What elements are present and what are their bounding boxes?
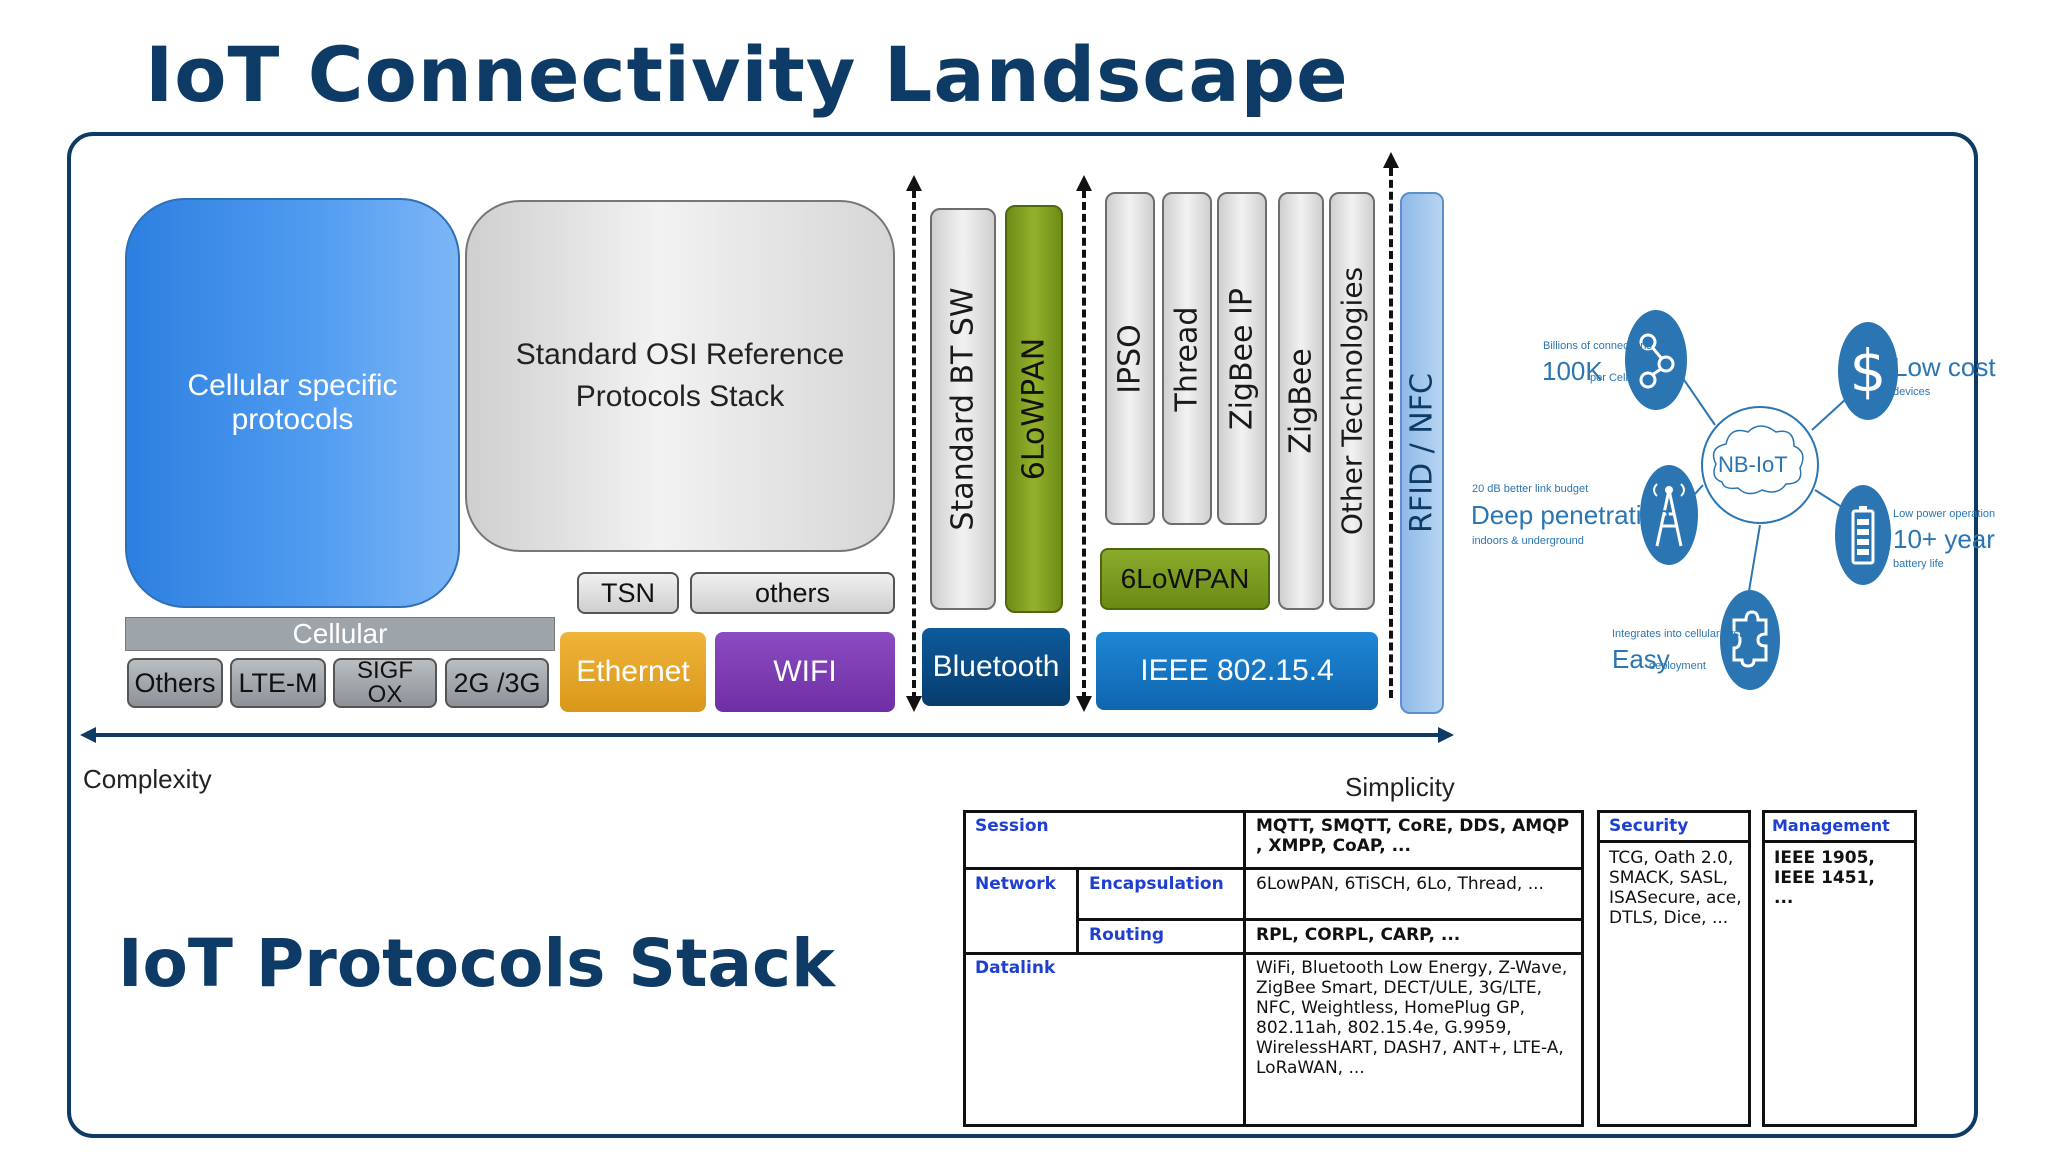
- osi-stack-box: Standard OSI Reference Protocols Stack: [465, 200, 895, 552]
- low-cost-caption: devices: [1893, 386, 1931, 398]
- connections-caption: Billions of connections: [1543, 340, 1652, 352]
- ipso-label: IPSO: [1112, 323, 1148, 394]
- routing-values: RPL, CORPL, CARP, ...: [1256, 925, 1461, 945]
- zigbee-ip-label: ZigBee IP: [1224, 287, 1260, 430]
- ieee-802-15-4-label: IEEE 802.15.4: [1140, 654, 1334, 687]
- divider-line-2: [1082, 190, 1086, 700]
- standard-bt-sw-box: Standard BT SW: [930, 208, 996, 610]
- cellular-others-box: Others: [127, 658, 223, 708]
- dollar-icon: $: [1838, 322, 1898, 420]
- bluetooth-box: Bluetooth: [922, 628, 1070, 706]
- bluetooth-label: Bluetooth: [932, 650, 1060, 683]
- security-divider: [1597, 840, 1751, 843]
- axis-arrow-right: [1438, 727, 1454, 743]
- easy-caption: Integrates into cellular system: [1612, 628, 1758, 640]
- cellular-bar-label: Cellular: [292, 618, 388, 649]
- tsn-label: TSN: [601, 577, 655, 608]
- layers-row-divider-1: [963, 867, 1584, 870]
- security-header: Security: [1609, 816, 1689, 836]
- battery-icon: [1835, 485, 1891, 585]
- layers-table: [963, 810, 1584, 1127]
- easy-label: Easy: [1612, 644, 1670, 674]
- puzzle-icon: [1720, 590, 1780, 690]
- management-divider: [1762, 840, 1917, 843]
- battery-label: 10+ year: [1893, 524, 1995, 554]
- low-cost-label: Low cost: [1893, 352, 1996, 382]
- ipso-box: IPSO: [1105, 192, 1155, 525]
- bt-6lowpan-box: 6LoWPAN: [1005, 205, 1063, 613]
- management-values: IEEE 1905, IEEE 1451, ...: [1774, 848, 1875, 908]
- standard-bt-sw-label: Standard BT SW: [945, 287, 981, 531]
- thread-label: Thread: [1169, 306, 1205, 411]
- zigbee-ip-box: ZigBee IP: [1217, 192, 1267, 525]
- cellular-protocols-label: Cellular specific protocols: [187, 369, 398, 436]
- divider-line-1: [912, 190, 916, 700]
- deep-penetration-label: Deep penetration: [1471, 500, 1671, 530]
- wifi-label: WIFI: [773, 655, 837, 688]
- layers-row-divider-3: [963, 952, 1584, 955]
- divider-arrow-down-1: [906, 696, 922, 712]
- datalink-header: Datalink: [975, 958, 1056, 978]
- divider-arrow-up-2: [1076, 175, 1092, 191]
- share-icon: [1625, 310, 1687, 410]
- complexity-axis-line: [92, 733, 1440, 737]
- cellular-bar: Cellular: [125, 617, 555, 651]
- layers-row-divider-2: [1076, 918, 1584, 921]
- other-technologies-label: Other Technologies: [1335, 266, 1369, 536]
- ethernet-label: Ethernet: [576, 655, 690, 688]
- complexity-label: Complexity: [83, 764, 212, 794]
- nb-iot-center-label: NB-IoT: [1718, 452, 1788, 477]
- divider-arrow-up-1: [906, 175, 922, 191]
- session-header: Session: [975, 816, 1049, 836]
- protocols-stack-title: IoT Protocols Stack: [118, 925, 836, 1002]
- encapsulation-values: 6LowPAN, 6TiSCH, 6Lo, Thread, ...: [1256, 874, 1544, 894]
- antenna-icon: [1640, 465, 1698, 565]
- zigbee-label: ZigBee: [1283, 348, 1319, 454]
- osi-stack-label: Standard OSI Reference Protocols Stack: [515, 338, 845, 413]
- bt-6lowpan-label: 6LoWPAN: [1016, 337, 1052, 481]
- rfid-nfc-label: RFID / NFC: [1404, 373, 1440, 533]
- ieee-802-15-4-box: IEEE 802.15.4: [1096, 632, 1378, 710]
- encapsulation-header: Encapsulation: [1089, 874, 1224, 894]
- deep-penetration-caption-2: indoors & underground: [1472, 535, 1584, 547]
- divider-line-3: [1389, 168, 1393, 698]
- network-col-divider: [1076, 867, 1079, 952]
- others-box: others: [690, 572, 895, 614]
- layers-table-col-divider: [1243, 810, 1246, 1127]
- security-values: TCG, Oath 2.0, SMACK, SASL, ISASecure, a…: [1609, 848, 1742, 928]
- battery-caption-2: battery life: [1893, 558, 1944, 570]
- zigbee-box: ZigBee: [1278, 192, 1324, 610]
- deep-penetration-caption: 20 dB better link budget: [1472, 483, 1589, 495]
- lte-m-box: LTE-M: [230, 658, 326, 708]
- network-header: Network: [975, 874, 1056, 894]
- connections-unit: per Cell: [1590, 372, 1628, 384]
- other-technologies-box: Other Technologies: [1329, 192, 1375, 610]
- divider-arrow-down-2: [1076, 696, 1092, 712]
- easy-caption-2: deployment: [1649, 660, 1706, 672]
- simplicity-label: Simplicity: [1345, 772, 1455, 802]
- ieee-6lowpan-box: 6LoWPAN: [1100, 548, 1270, 610]
- content-frame: [67, 132, 1978, 1138]
- management-table: [1762, 810, 1917, 1127]
- management-header: Management: [1772, 816, 1890, 835]
- connections-value: 100K: [1542, 356, 1603, 386]
- battery-caption: Low power operation: [1893, 508, 1996, 520]
- divider-arrow-up-3: [1383, 152, 1399, 168]
- others-label: others: [754, 577, 831, 608]
- cellular-protocols-box: Cellular specific protocols: [125, 198, 460, 608]
- axis-arrow-left: [80, 727, 96, 743]
- page-title: IoT Connectivity Landscape: [145, 30, 1349, 119]
- ethernet-box: Ethernet: [560, 632, 706, 712]
- datalink-values: WiFi, Bluetooth Low Energy, Z-Wave, ZigB…: [1256, 958, 1568, 1078]
- tsn-box: TSN: [577, 572, 679, 614]
- thread-box: Thread: [1162, 192, 1212, 525]
- security-table: [1597, 810, 1751, 1127]
- wifi-box: WIFI: [715, 632, 895, 712]
- session-values: MQTT, SMQTT, CoRE, DDS, AMQP , XMPP, CoA…: [1256, 816, 1570, 856]
- 2g-3g-box: 2G /3G: [445, 658, 549, 708]
- sigfox-box: SIGFOX: [333, 658, 437, 708]
- rfid-nfc-box: RFID / NFC: [1400, 192, 1444, 714]
- ieee-6lowpan-label: 6LoWPAN: [1120, 563, 1250, 594]
- routing-header: Routing: [1089, 925, 1165, 945]
